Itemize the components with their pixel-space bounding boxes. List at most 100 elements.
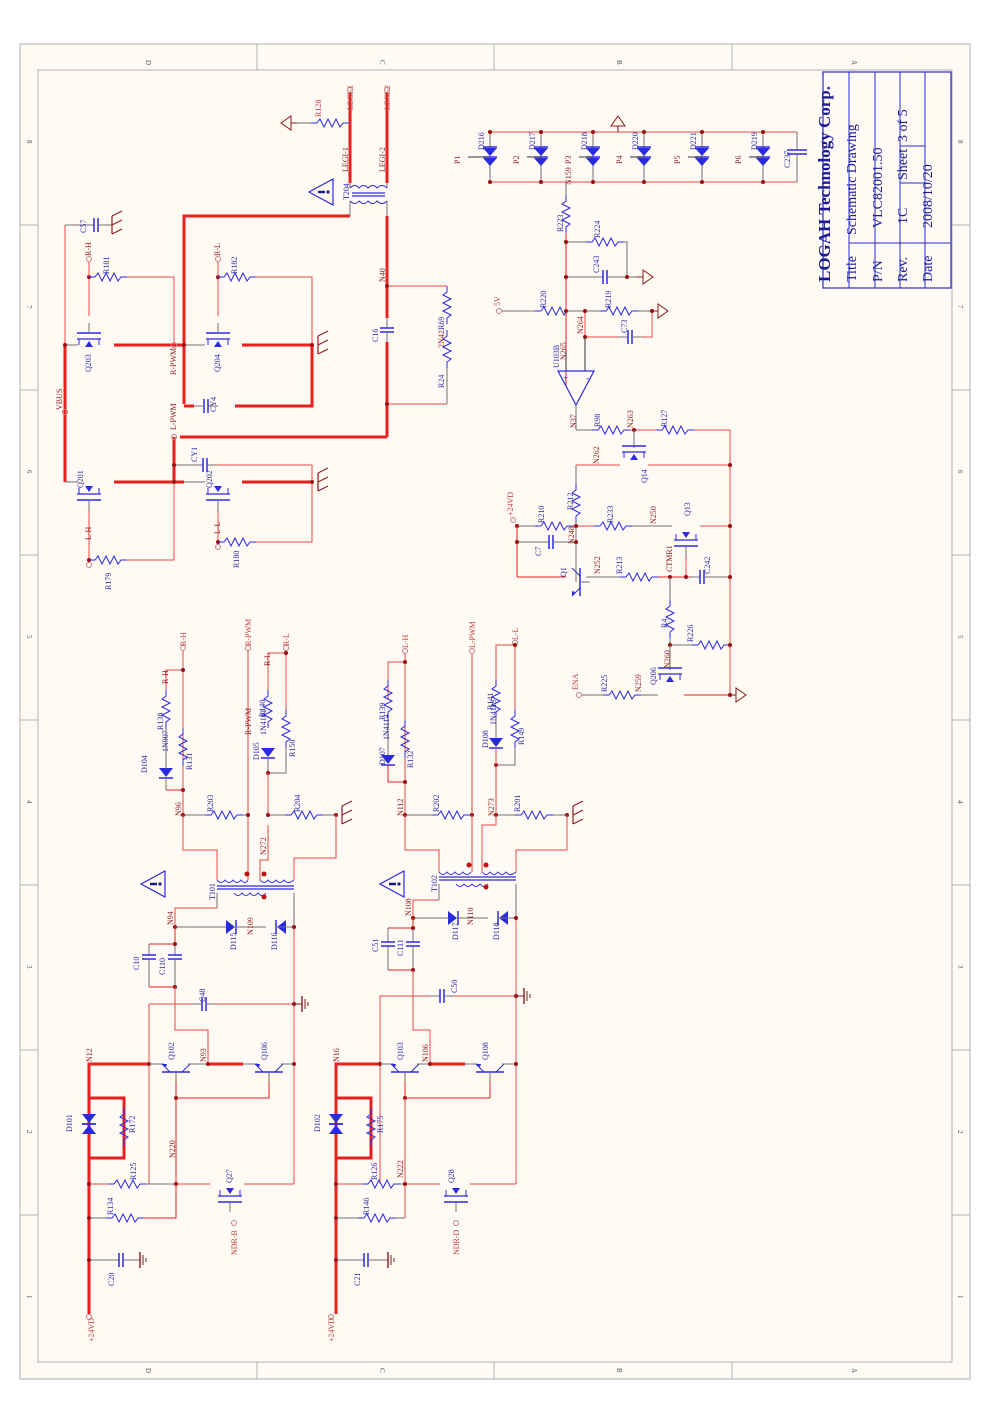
net-n96: N96: [174, 802, 183, 816]
zone-left-1: 1: [25, 1295, 33, 1299]
label-q102: Q102: [167, 1042, 176, 1060]
label-r149: R149: [517, 728, 526, 745]
label-r202: R202: [432, 795, 441, 812]
date-value: 2008/10/20: [921, 164, 936, 228]
label-r201: R201: [513, 795, 522, 812]
label-r224: R224: [593, 221, 602, 238]
zone-bottom-a: A: [850, 1368, 858, 1373]
label-r172: R172: [128, 1116, 137, 1133]
label-r132: R132: [406, 751, 415, 768]
label-r175: R175: [376, 1116, 385, 1133]
label-r179: R179: [104, 573, 113, 590]
label-d115: D115: [229, 933, 238, 950]
zone-left-2: 2: [25, 1130, 33, 1134]
label-c16: C16: [371, 329, 380, 342]
net-n37: N37: [569, 414, 578, 428]
port-p4: P4: [615, 156, 624, 164]
label-r233: R233: [606, 506, 615, 523]
net-n108: N108: [404, 898, 413, 916]
zone-right-1: 1: [956, 1295, 964, 1299]
label-r140: R140: [258, 700, 267, 717]
sheet-inner-border: [37, 69, 953, 1363]
port-ena: ENA: [571, 673, 580, 690]
label-c21: C21: [353, 1273, 362, 1286]
label-r182: R182: [230, 257, 239, 274]
title-value: Schematic Drawing: [845, 124, 860, 235]
net-n273: N273: [487, 798, 496, 816]
label-r125: R125: [129, 1163, 138, 1180]
net-n259: N259: [634, 674, 643, 692]
label-q202: Q202: [205, 470, 214, 488]
label-d217: D217: [528, 132, 537, 150]
net-n40: N40: [378, 268, 387, 282]
label-d101: D101: [65, 1114, 74, 1132]
net-r-pwm-drive: R-PWM: [244, 708, 253, 735]
label-q204: Q204: [213, 354, 222, 372]
zone-labels: D C B A D C B A 8 7 6 5 4 3 2 1 8 7 6 5 …: [25, 60, 964, 1373]
label-q28: Q28: [447, 1169, 456, 1183]
zone-top-a: A: [850, 60, 858, 65]
label-r138: R138: [156, 713, 165, 730]
label-d116: D116: [270, 933, 279, 950]
date-label: Date: [921, 256, 936, 282]
zone-right-2: 2: [956, 1130, 964, 1134]
label-r146: R146: [362, 1198, 371, 1215]
zone-left-3: 3: [25, 965, 33, 969]
port-r-pwm: R-PWM: [244, 619, 253, 646]
net-ctmr1: CTMR1: [665, 545, 674, 572]
zone-right-8: 8: [956, 140, 964, 144]
label-r4: R4: [660, 619, 669, 628]
label-q27: Q27: [225, 1169, 234, 1183]
net-vbus: VBUS: [55, 389, 64, 410]
net-n250: N250: [649, 506, 658, 524]
net-n110: N110: [466, 908, 475, 925]
label-q14: Q14: [640, 469, 649, 483]
port-l-l: L-L: [511, 627, 520, 640]
net-n220: N220: [168, 1140, 177, 1158]
gate-drive-t101: R-H R-PWM R-L R-H R-PWM R-L R138 R131 R1…: [132, 619, 353, 1184]
net-legi2: LEGI-2: [378, 147, 387, 172]
label-r220: R220: [539, 291, 548, 308]
zone-left-4: 4: [25, 800, 33, 804]
label-t204: T204: [342, 183, 351, 200]
label-r131: R131: [185, 753, 194, 770]
sheet-label: Sheet: [896, 149, 911, 180]
label-c111: C111: [396, 939, 405, 956]
label-t102: T102: [430, 875, 439, 892]
label-d104: D104: [140, 755, 149, 773]
label-c237: C237: [783, 151, 792, 168]
zone-left-8: 8: [25, 140, 33, 144]
net-n159: N159: [564, 167, 573, 185]
sheet-value: 3 of 5: [896, 109, 911, 142]
net-l-pwm: L-PWM: [169, 403, 178, 430]
pn-label: P/N: [871, 260, 886, 282]
label-c48: C48: [198, 989, 207, 1002]
port-24vd-d: +24VD: [327, 1318, 336, 1342]
label-r127: R127: [660, 410, 669, 427]
label-q103: Q103: [396, 1042, 405, 1060]
label-d220: D220: [631, 132, 640, 150]
net-n265: N265: [559, 342, 568, 360]
net-n222: N222: [396, 1160, 405, 1178]
label-d216: D216: [477, 132, 486, 150]
zone-right-5: 5: [956, 635, 964, 639]
label-r225: R225: [600, 675, 609, 692]
port-p6: P6: [734, 156, 743, 164]
label-1n4119: 1N4119: [489, 700, 498, 725]
net-r-l: R-L: [213, 243, 222, 256]
net-n93: N93: [199, 1048, 208, 1062]
label-c7: C7: [534, 547, 543, 556]
label-r226: R226: [686, 625, 695, 642]
label-r69: R69: [437, 317, 446, 330]
label-c50: C50: [450, 980, 459, 993]
zone-top-b: B: [615, 60, 623, 65]
label-r213: R213: [615, 557, 624, 574]
label-q201: Q201: [76, 470, 85, 488]
title-block: LOGAH Technology Corp. Title Schematic D…: [815, 71, 952, 289]
net-2n42: 2N42: [437, 330, 446, 348]
